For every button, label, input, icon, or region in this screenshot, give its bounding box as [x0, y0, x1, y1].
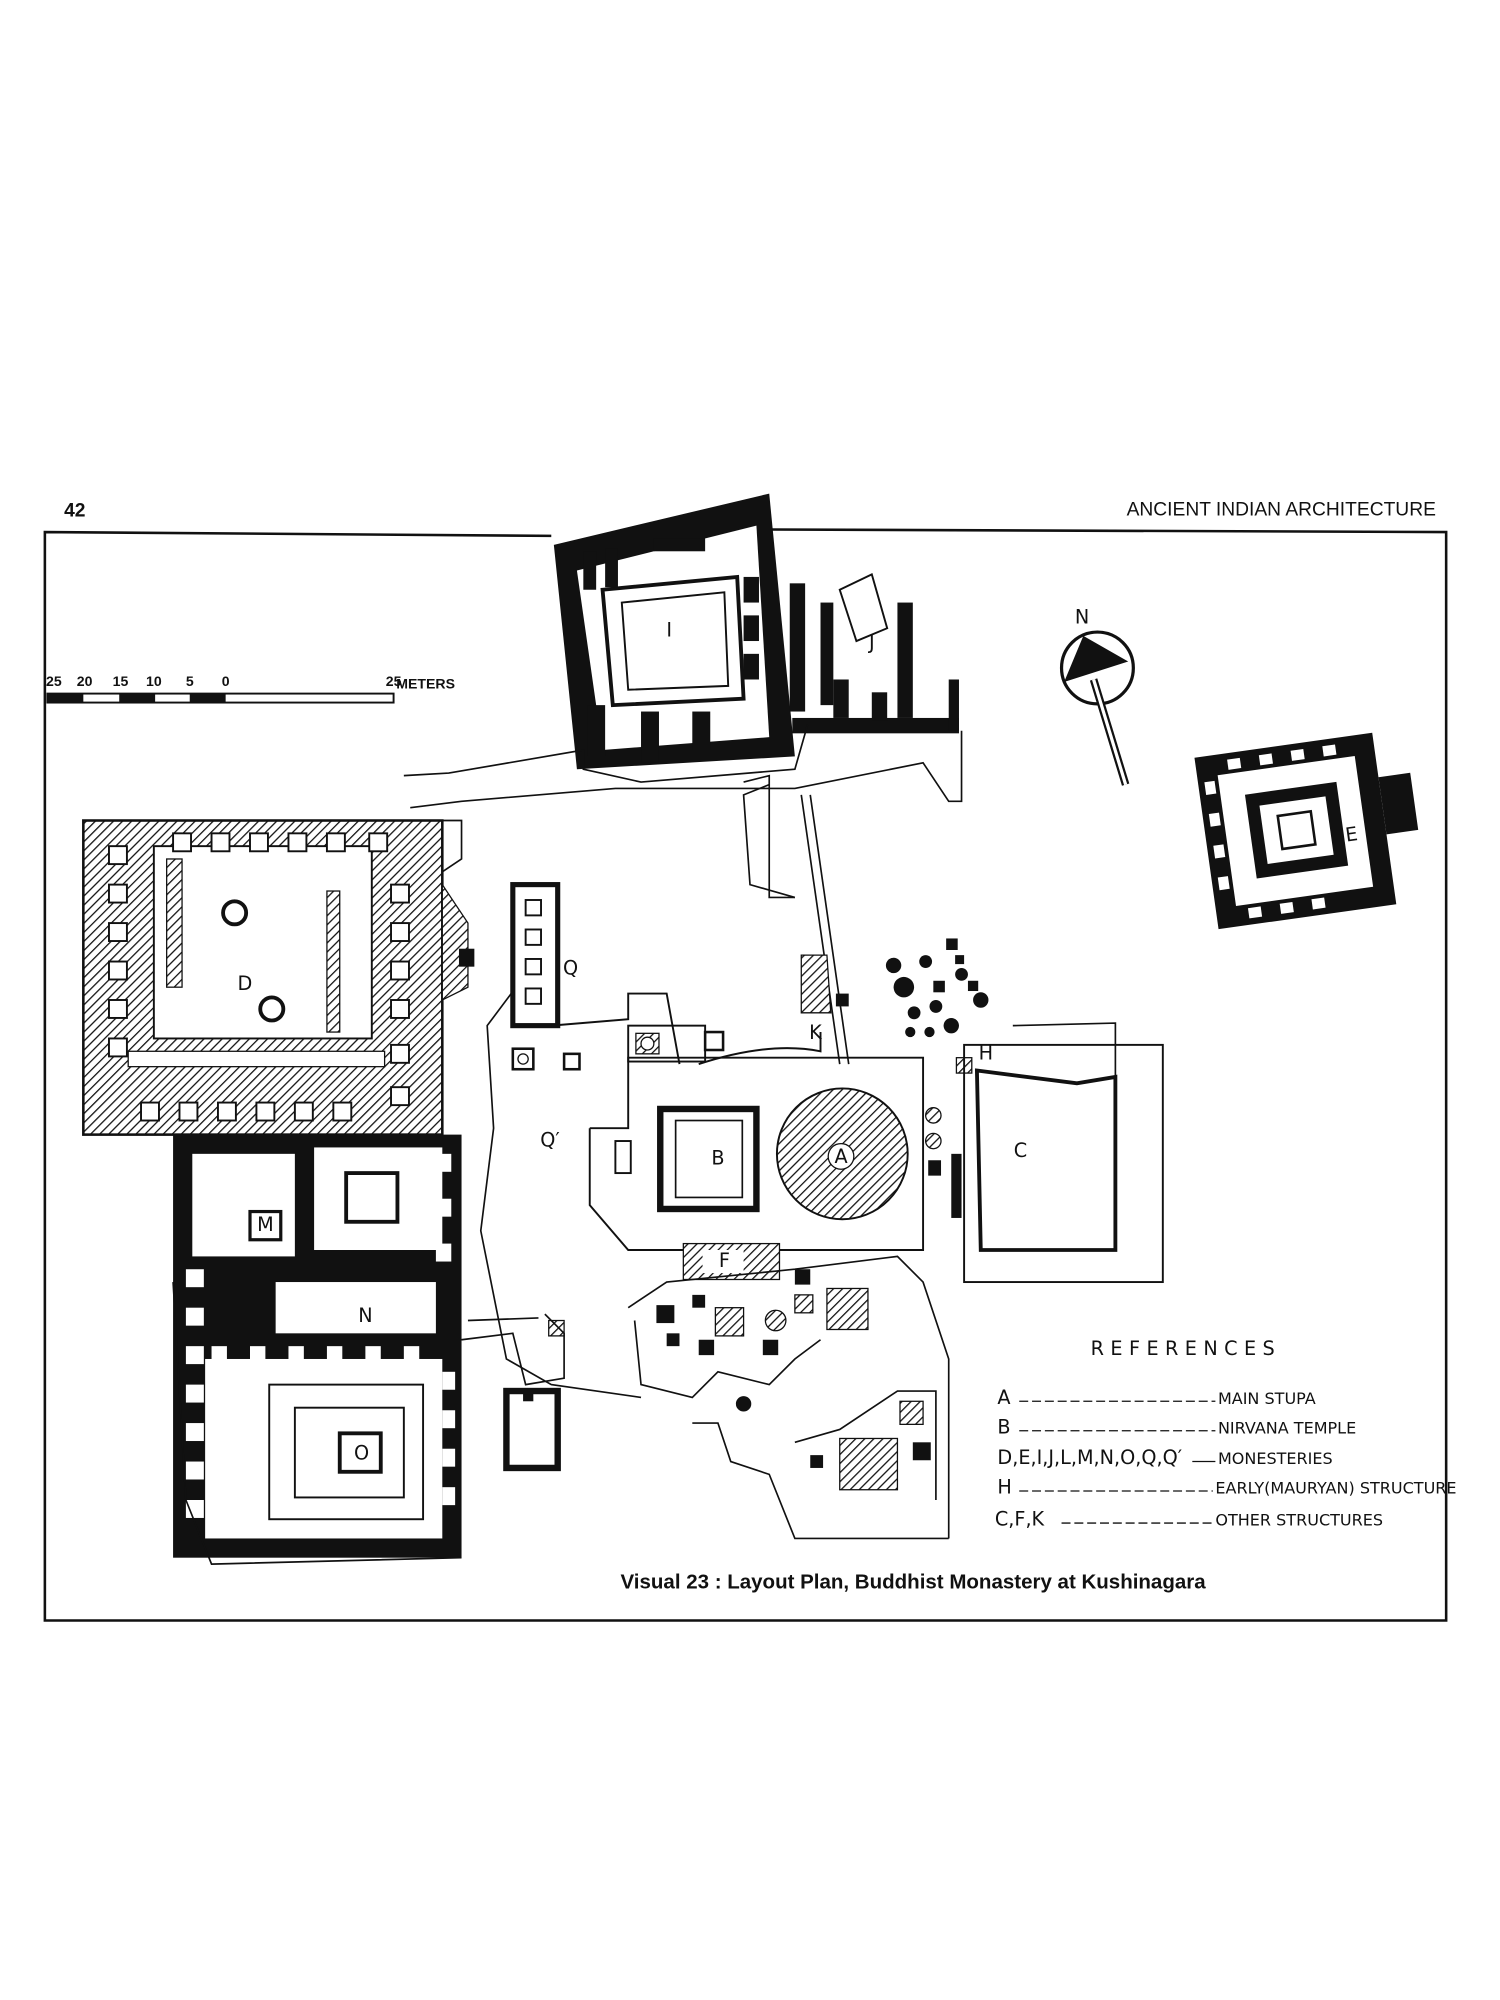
label-E: E	[1344, 822, 1359, 846]
label-C: C	[1014, 1139, 1027, 1162]
scale-tick: 25	[46, 673, 62, 689]
scale-tick: 0	[222, 673, 230, 689]
structure-C: C	[951, 1022, 1164, 1284]
label-J: J	[868, 631, 875, 654]
pathways	[403, 724, 963, 1399]
reference-desc: MAIN STUPA	[1218, 1389, 1316, 1408]
reference-row: B NIRVANA TEMPLE	[997, 1415, 1356, 1438]
figure-caption: Visual 23 : Layout Plan, Buddhist Monast…	[621, 1570, 1207, 1593]
label-N: N	[358, 1304, 372, 1327]
reference-key: H	[997, 1476, 1011, 1499]
reference-row: H EARLY(MAURYAN) STRUCTURE	[997, 1476, 1456, 1499]
reference-desc: EARLY(MAURYAN) STRUCTURE	[1215, 1479, 1456, 1498]
label-A: A	[834, 1145, 847, 1168]
monastery-D: D	[82, 819, 475, 1136]
main-platform: B A K F	[588, 954, 942, 1281]
scale-tick: 20	[77, 673, 93, 689]
reference-desc: NIRVANA TEMPLE	[1218, 1418, 1356, 1437]
monastery-Q: Q Q′	[510, 882, 681, 1152]
reference-row: C,F,K OTHER STRUCTURES	[995, 1508, 1383, 1531]
main-stupa-A: A	[775, 1087, 909, 1221]
label-H: H	[979, 1041, 993, 1064]
reference-desc: OTHER STRUCTURES	[1215, 1511, 1383, 1530]
label-B: B	[711, 1146, 724, 1169]
early-mauryan-structure-H: H	[885, 938, 993, 1074]
monastery-I: I	[553, 493, 795, 770]
lower-structures	[461, 1255, 950, 1540]
page-number: 42	[64, 501, 85, 522]
reference-key: D,E,I,J,L,M,N,O,Q,Q′	[997, 1446, 1182, 1469]
label-D: D	[237, 972, 252, 995]
running-head: ANCIENT INDIAN ARCHITECTURE	[1127, 499, 1436, 520]
label-Q: Q	[563, 957, 578, 980]
label-I: I	[666, 618, 672, 641]
north-arrow-icon: N	[1059, 605, 1135, 786]
reference-row: A MAIN STUPA	[997, 1386, 1315, 1409]
reference-key: C,F,K	[995, 1508, 1045, 1531]
references-legend: REFERENCES A MAIN STUPA B NIRVANA TEMPLE…	[995, 1337, 1457, 1531]
label-O: O	[354, 1441, 369, 1464]
references-title: REFERENCES	[1091, 1337, 1281, 1360]
reference-row: D,E,I,J,L,M,N,O,Q,Q′ MONESTERIES	[997, 1446, 1332, 1469]
scale-tick: 25	[386, 673, 402, 689]
scale-unit: METERS	[396, 675, 455, 691]
monasteries-L-M-N-O: M N O	[172, 1134, 462, 1565]
label-Q-prime: Q′	[540, 1129, 560, 1152]
nirvana-temple-B: B	[614, 1105, 760, 1213]
north-label: N	[1075, 605, 1089, 628]
monastery-E: E	[1194, 732, 1419, 930]
figure-frame	[43, 528, 1448, 1622]
label-K: K	[809, 1021, 822, 1044]
label-M: M	[257, 1213, 274, 1236]
reference-desc: MONESTERIES	[1218, 1449, 1333, 1468]
monastery-J: J	[789, 572, 959, 734]
reference-key: A	[997, 1386, 1010, 1409]
scale-bar: 25 20 15 10 5 0 25 METERS	[46, 673, 455, 704]
reference-key: B	[997, 1415, 1010, 1438]
label-F: F	[719, 1249, 730, 1272]
scale-tick: 5	[186, 673, 194, 689]
scale-tick: 10	[146, 673, 162, 689]
scale-tick: 15	[113, 673, 129, 689]
